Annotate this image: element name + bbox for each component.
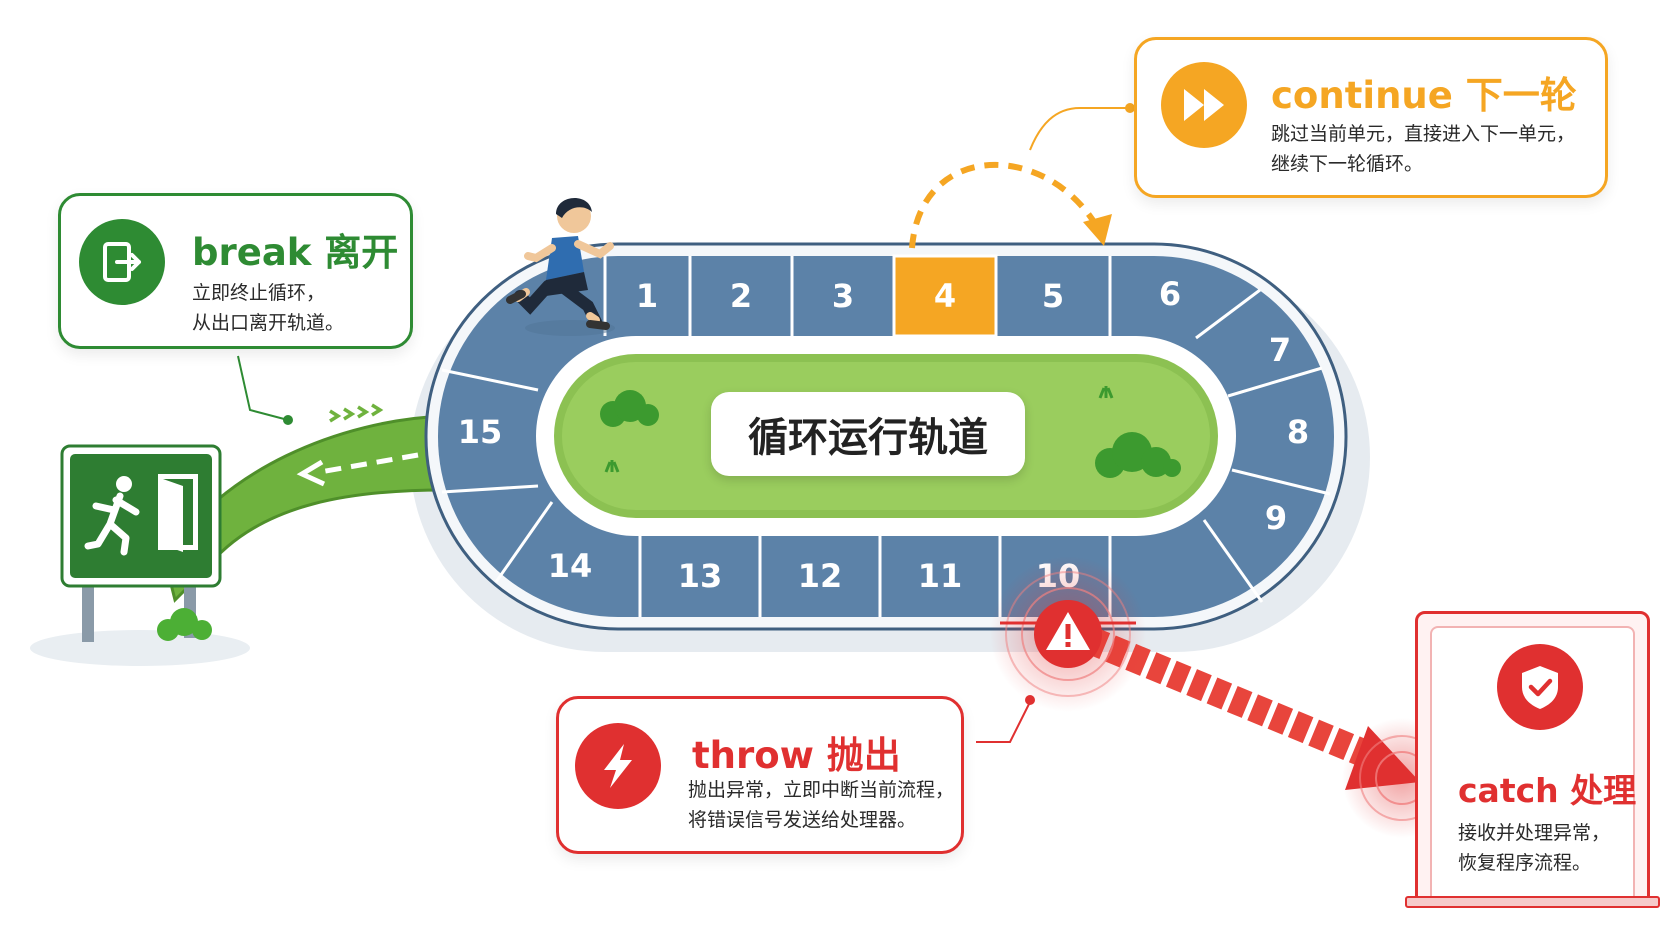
exit-sign (60, 444, 222, 642)
lightning-icon (575, 723, 661, 809)
break-line-1: 立即终止循环， (192, 282, 326, 304)
track-cell-label-13: 13 (678, 557, 723, 595)
track-cell-divider (1231, 468, 1331, 496)
break-card: break 离开 立即终止循环， 从出口离开轨道。 (58, 193, 413, 349)
warning-triangle-icon (1034, 600, 1102, 668)
exit-door-icon (79, 219, 165, 305)
continue-arrow-head (1083, 214, 1112, 246)
track-cell-label-7: 7 (1269, 331, 1291, 369)
continue-leader (1029, 107, 1130, 151)
continue-line-1: 跳过当前单元，直接进入下一单元， (1271, 123, 1576, 145)
throw-line-2: 将错误信号发送给处理器。 (688, 809, 917, 831)
running-exit-icon (84, 474, 198, 556)
continue-description: 跳过当前单元，直接进入下一单元， 继续下一轮循环。 (1271, 119, 1575, 179)
catch-base (1405, 896, 1660, 908)
bush-right (1095, 432, 1181, 478)
track-cell-label-4: 4 (934, 277, 956, 315)
track-cell-label-3: 3 (832, 277, 854, 315)
track-cell-label-8: 8 (1287, 413, 1309, 451)
exit-arrow-head (296, 459, 326, 487)
track-cell-label-15: 15 (458, 413, 503, 451)
exit-ground-shadow (30, 630, 250, 666)
break-leader (237, 355, 289, 421)
catch-card: catch 处理 接收并处理异常， 恢复程序流程。 (1415, 611, 1650, 901)
track-cell-divider (1202, 519, 1264, 603)
continue-line-2: 继续下一轮循环。 (1271, 153, 1424, 175)
continue-jump-arrow (909, 161, 1103, 249)
catch-line-1: 接收并处理异常， (1458, 822, 1611, 844)
break-title: break 离开 (192, 231, 399, 274)
track-cell-divider (1227, 366, 1323, 398)
throw-card: throw 抛出 抛出异常，立即中断当前流程， 将错误信号发送给处理器。 (556, 696, 964, 854)
runner-figure (506, 197, 615, 336)
track-cell-divider (441, 368, 539, 392)
fast-forward-icon (1161, 62, 1247, 148)
throw-description: 抛出异常，立即中断当前流程， 将错误信号发送给处理器。 (688, 775, 954, 835)
track-cell-divider (441, 484, 539, 494)
continue-card: continue 下一轮 跳过当前单元，直接进入下一单元， 继续下一轮循环。 (1134, 37, 1608, 198)
track-cell-label-9: 9 (1265, 499, 1287, 537)
catch-line-2: 恢复程序流程。 (1458, 852, 1592, 874)
track-cell-label-2: 2 (730, 277, 752, 315)
catch-description: 接收并处理异常， 恢复程序流程。 (1458, 818, 1610, 878)
bush-exit (157, 608, 212, 641)
track-cell-label-14: 14 (548, 547, 593, 585)
continue-title: continue 下一轮 (1271, 74, 1577, 117)
track-cell-label-5: 5 (1042, 277, 1064, 315)
throw-leader (976, 701, 1031, 743)
track-cell-label-12: 12 (798, 557, 843, 595)
exit-path-dash (319, 452, 419, 475)
exit-chevrons (329, 403, 384, 423)
grass-tuft-1 (604, 386, 1114, 473)
track-cell-label-6: 6 (1159, 275, 1181, 313)
break-line-2: 从出口离开轨道。 (192, 312, 345, 334)
continue-leader-dot (1125, 103, 1135, 113)
track-title: 循环运行轨道 (711, 392, 1025, 476)
shield-check-icon (1497, 644, 1583, 730)
break-leader-dot (283, 415, 293, 425)
track-cell-label-11: 11 (918, 557, 963, 595)
catch-title: catch 处理 (1458, 771, 1637, 810)
throw-line-1: 抛出异常，立即中断当前流程， (688, 779, 955, 801)
throw-title: throw 抛出 (692, 734, 901, 777)
break-description: 立即终止循环， 从出口离开轨道。 (192, 278, 344, 338)
track-cell-divider (1195, 288, 1261, 340)
catch-card-inner: catch 处理 接收并处理异常， 恢复程序流程。 (1430, 626, 1637, 898)
bush-left (600, 390, 659, 427)
track-cell-divider (494, 501, 554, 583)
track-cell-label-1: 1 (636, 277, 658, 315)
